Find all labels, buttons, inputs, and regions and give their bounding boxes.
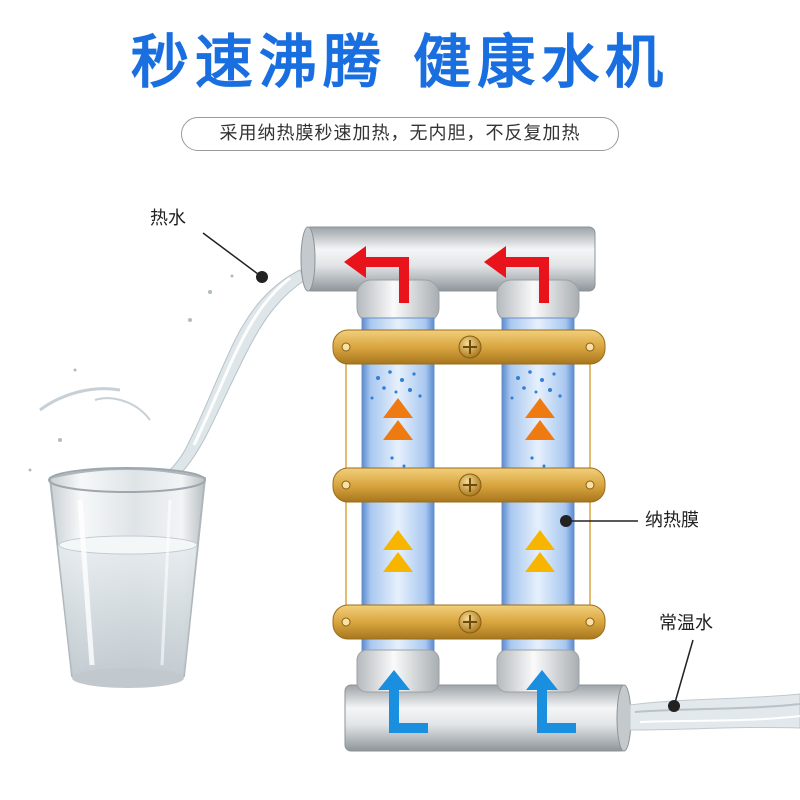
cold-flow-arrow-left bbox=[378, 670, 428, 733]
cold-flow-arrow-right bbox=[526, 670, 576, 733]
water-stream bbox=[28, 269, 306, 483]
heating-film-leader bbox=[560, 515, 638, 527]
subtitle-pill: 采用纳热膜秒速加热，无内胆，不反复加热 bbox=[181, 117, 619, 151]
inlet-water-stream bbox=[629, 693, 800, 731]
hot-flow-arrow-left bbox=[344, 246, 409, 303]
hot-triangles bbox=[383, 398, 555, 440]
cold-water-inlet-pipe bbox=[344, 684, 632, 752]
page-title: 秒速沸腾 健康水机 bbox=[130, 28, 670, 96]
clamp-bottom bbox=[332, 604, 606, 640]
clamp-middle bbox=[332, 467, 606, 503]
hot-water-outlet-pipe bbox=[300, 226, 596, 292]
boiling-bubbles bbox=[370, 370, 562, 468]
room-temp-water-leader bbox=[668, 639, 694, 712]
hot-water-label: 热水 bbox=[150, 208, 186, 229]
clamp-top bbox=[332, 329, 606, 365]
heating-film-label: 纳热膜 bbox=[645, 510, 699, 531]
water-glass bbox=[48, 467, 207, 688]
room-temp-water-label: 常温水 bbox=[659, 613, 713, 634]
hot-water-leader bbox=[202, 232, 268, 283]
hot-flow-arrow-right bbox=[484, 246, 549, 303]
warm-triangles bbox=[383, 530, 555, 572]
